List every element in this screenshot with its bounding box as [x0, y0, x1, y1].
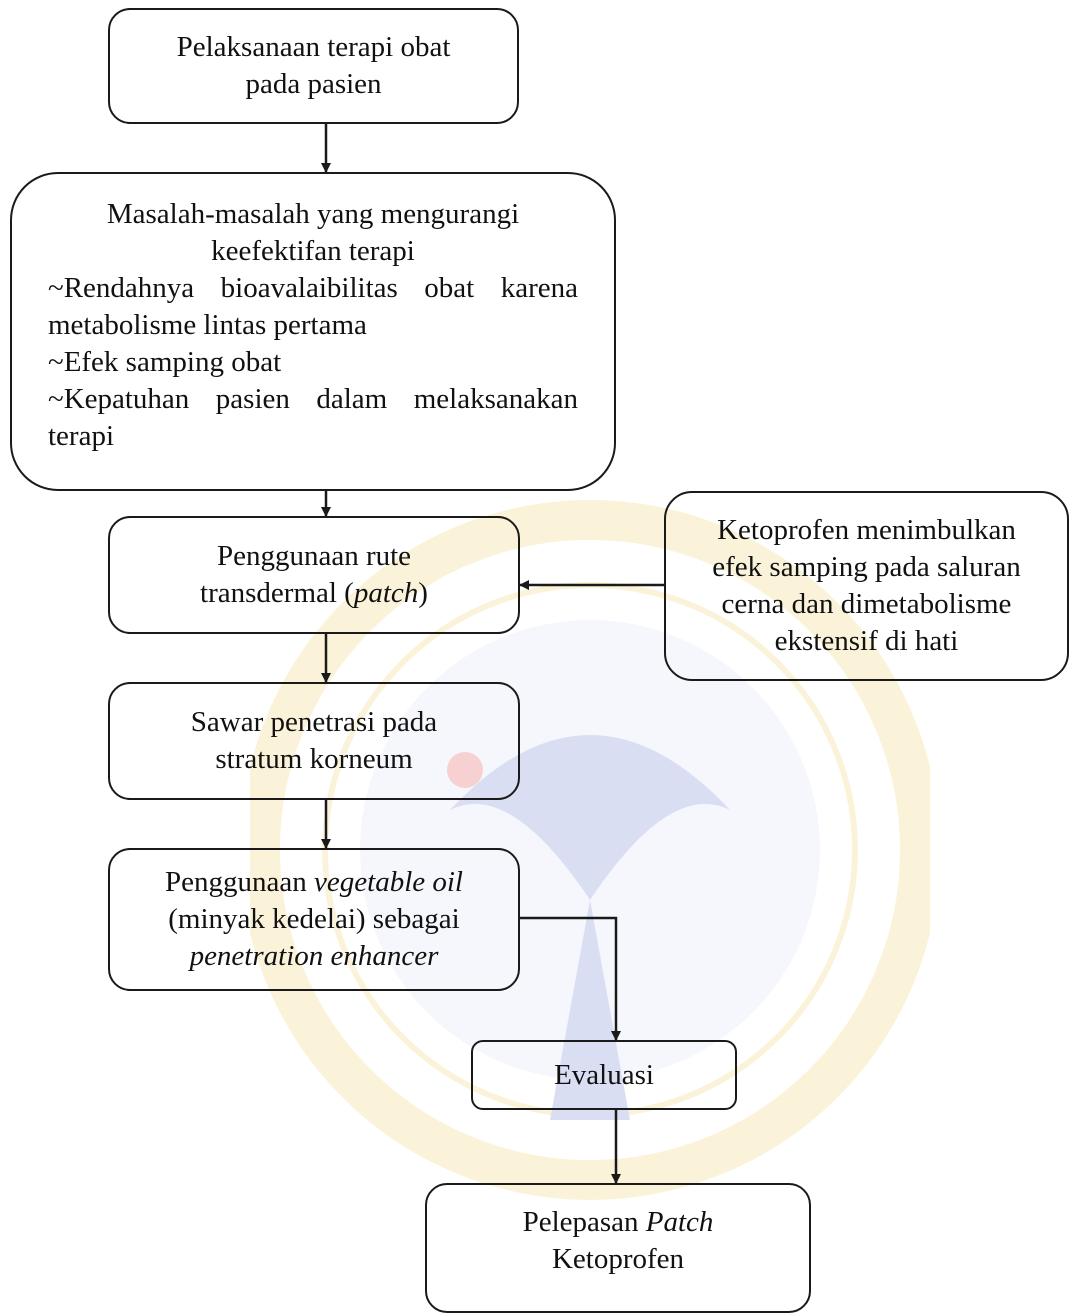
node-text: Masalah-masalah yang mengurangi	[106, 198, 520, 230]
node-vegetable-oil-enhancer: Penggunaan vegetable oil (minyak kedelai…	[108, 848, 520, 991]
node-text-italic: Patch	[645, 1206, 714, 1238]
node-text-line: Penggunaan vegetable oil	[165, 864, 463, 901]
node-text: cerna dan dimetabolisme	[721, 588, 1012, 620]
node-text: metabolisme lintas pertama	[48, 309, 367, 341]
node-text: Pelaksanaan terapi obat	[176, 31, 451, 63]
node-text: ekstensif di hati	[774, 625, 959, 657]
node-text: Ketoprofen menimbulkan	[717, 514, 1016, 546]
node-text: terapi	[48, 420, 115, 452]
node-transdermal-route: Penggunaan rute transdermal (patch)	[108, 516, 520, 634]
node-drug-therapy: Pelaksanaan terapi obat pada pasien	[108, 8, 519, 124]
node-text: Pelepasan	[522, 1206, 646, 1238]
node-evaluation: Evaluasi	[471, 1040, 737, 1110]
node-text: )	[418, 577, 428, 609]
node-text: Evaluasi	[554, 1058, 654, 1091]
arrow-oil-to-evaluation	[520, 916, 621, 1041]
university-seal-watermark	[250, 500, 930, 1200]
node-therapy-problems: Masalah-masalah yang mengurangi keefekti…	[10, 172, 616, 491]
node-text-italic: patch	[353, 577, 419, 609]
node-text: transdermal (	[200, 577, 354, 609]
node-patch-release: Pelepasan Patch Ketoprofen	[425, 1183, 811, 1313]
node-text-italic: penetration enhancer	[189, 940, 439, 972]
node-text: keefektifan terapi	[211, 235, 415, 267]
node-text: Ketoprofen	[551, 1243, 685, 1275]
node-text-line: Pelepasan Patch	[523, 1204, 714, 1241]
node-text: Sawar penetrasi pada	[190, 706, 438, 738]
node-text: Penggunaan	[165, 866, 315, 898]
node-ketoprofen-side-effects: Ketoprofen menimbulkan efek samping pada…	[664, 491, 1069, 681]
node-text: Penggunaan rute	[216, 540, 412, 572]
node-text: ~Rendahnya bioavalaibilitas obat karena	[48, 272, 578, 304]
node-text: (minyak kedelai) sebagai	[168, 903, 460, 935]
node-text: ~Kepatuhan pasien dalam melaksanakan	[48, 383, 578, 415]
node-text-italic: vegetable oil	[314, 866, 463, 898]
node-text: ~Efek samping obat	[48, 346, 282, 378]
node-text: stratum korneum	[215, 743, 413, 775]
node-text-line: transdermal (patch)	[200, 575, 428, 612]
node-penetration-barrier: Sawar penetrasi pada stratum korneum	[108, 682, 520, 800]
node-text: efek samping pada saluran	[712, 551, 1021, 583]
node-text: pada pasien	[245, 68, 382, 100]
